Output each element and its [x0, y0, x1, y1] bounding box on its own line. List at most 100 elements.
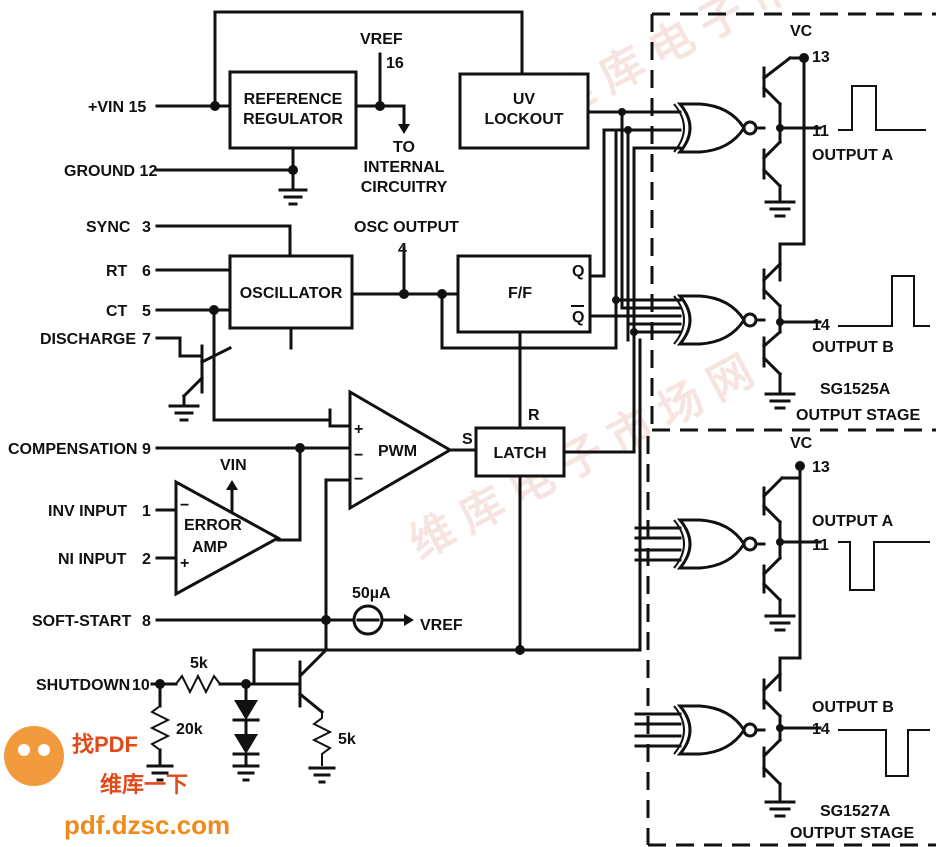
- vref-out-label: VREF: [420, 617, 463, 634]
- waveform-b-2: [838, 729, 930, 777]
- stage-b-vc-label: VC: [790, 435, 813, 452]
- latch-s-label: S: [462, 431, 473, 448]
- waveform-a-1: [838, 85, 926, 131]
- nor-gate-c-bubble: [742, 536, 758, 552]
- wire-stage-a-vc: [778, 56, 806, 282]
- wire-sync: [155, 224, 292, 258]
- pin-shutdown-label: SHUTDOWN: [36, 677, 130, 694]
- waveform-a-2: [838, 275, 930, 327]
- pin-ct-num: 5: [142, 303, 151, 320]
- pin-sync-num: 3: [142, 219, 151, 236]
- ground-icon: [232, 764, 260, 782]
- current-source-label: 50µA: [352, 585, 391, 602]
- node-out-d: [776, 724, 784, 732]
- watermark-brand: 找PDF: [72, 732, 138, 757]
- resistor-20k-icon: [149, 705, 171, 751]
- pin-vin-label: +VIN 15: [88, 99, 146, 116]
- arrow-right-icon: [404, 614, 414, 626]
- watermark-brand-2: 维库一下: [100, 772, 188, 797]
- internal-label-1: TO: [393, 139, 415, 156]
- r20k-label: 20k: [176, 721, 203, 738]
- ground-icon: [764, 392, 796, 410]
- wire-shutdown-collector: [252, 648, 328, 686]
- pwm-plus: +: [354, 421, 363, 438]
- nor-gate-d-icon: [676, 704, 746, 756]
- stage-a-title-2: OUTPUT STAGE: [796, 407, 920, 424]
- node-ground: [288, 165, 298, 175]
- pin-rt-label: RT: [106, 263, 128, 280]
- err-label-1: ERROR: [184, 517, 242, 534]
- arrow-down-icon: [398, 124, 410, 134]
- wire-stage-b-vc: [778, 476, 802, 692]
- stage-b-transistor-bottom-icon: [754, 671, 783, 802]
- ground-icon: [278, 188, 308, 206]
- uv-lockout-block: [458, 72, 590, 150]
- osc-label: OSCILLATOR: [240, 285, 343, 302]
- node-bus-2: [618, 108, 626, 116]
- stage-b-title-1: SG1527A: [820, 803, 891, 820]
- stage-b-output-b: OUTPUT B: [812, 699, 894, 716]
- pwm-minus: −: [354, 447, 363, 464]
- stage-a-output-a: OUTPUT A: [812, 147, 894, 164]
- wire-ss-pwm: [324, 478, 352, 622]
- node-vref: [375, 101, 385, 111]
- nor-gate-d-bubble: [742, 722, 758, 738]
- wire-err-out: [276, 446, 302, 542]
- node-bus-1: [612, 296, 620, 304]
- stage-b-title-2: OUTPUT STAGE: [790, 825, 914, 842]
- node-bus-3: [624, 126, 632, 134]
- stage-b-pin-b: 14: [812, 721, 830, 738]
- nor-gate-b-bubble: [742, 312, 758, 328]
- pin-ni-num: 2: [142, 551, 151, 568]
- pin-inv-label: INV INPUT: [48, 503, 127, 520]
- node-vin: [210, 101, 220, 111]
- stage-b-vc-pin: 13: [812, 459, 830, 476]
- ground-icon: [308, 766, 336, 784]
- ground-icon: [764, 800, 796, 818]
- nor-gate-d-arc: [673, 705, 685, 755]
- nor-gate-a-arc: [673, 103, 685, 153]
- err-label-2: AMP: [192, 539, 228, 556]
- mascot-eye-left: [18, 744, 30, 756]
- stage-a-pin-b: 14: [812, 317, 830, 334]
- node-out-a: [776, 124, 784, 132]
- pin-discharge-label: DISCHARGE: [40, 331, 136, 348]
- stage-a-title-1: SG1525A: [820, 381, 891, 398]
- pin-softstart-num: 8: [142, 613, 151, 630]
- ff-q-label: Q: [572, 263, 584, 280]
- wire-discharge: [155, 336, 204, 358]
- pin-discharge-num: 7: [142, 331, 151, 348]
- shutdown-transistor-icon: [297, 618, 329, 715]
- mascot-eye-right: [38, 744, 50, 756]
- pin-sync-label: SYNC: [86, 219, 131, 236]
- wire-q: [588, 128, 682, 278]
- node-out-b: [776, 318, 784, 326]
- stage-b-pin-a: 11: [812, 537, 829, 554]
- watermark-site: pdf.dzsc.com: [64, 810, 230, 840]
- wire-shutdown-gate: [518, 338, 642, 652]
- stage-a-transistor-top-icon: [754, 55, 793, 202]
- pin-compensation-label: COMPENSATION: [8, 441, 137, 458]
- ground-icon: [168, 404, 200, 422]
- stage-a-vc-pin: 13: [812, 49, 830, 66]
- ground-icon: [146, 764, 174, 782]
- latch-label: LATCH: [493, 445, 546, 462]
- discharge-transistor-icon: [181, 344, 233, 406]
- nor-gate-b-arc: [673, 295, 685, 345]
- stage-a-pin-a: 11: [812, 123, 829, 140]
- uv-label-2: LOCKOUT: [484, 111, 563, 128]
- pin-shutdown-num: 10: [132, 677, 150, 694]
- wire-vin-uv: [213, 10, 524, 108]
- vref-pin-label: 16: [386, 55, 404, 72]
- pin-ni-label: NI INPUT: [58, 551, 127, 568]
- wire-clk-gate: [440, 128, 618, 350]
- flip-flop-block: [456, 254, 592, 334]
- wire-ct-pwm-in: [328, 408, 352, 428]
- pin-softstart-label: SOFT-START: [32, 613, 131, 630]
- node-out-c: [776, 538, 784, 546]
- r5k-a-label: 5k: [190, 655, 208, 672]
- ref-label-1: REFERENCE: [244, 91, 343, 108]
- stage-a-vc-label: VC: [790, 23, 813, 40]
- stage-a-output-b: OUTPUT B: [812, 339, 894, 356]
